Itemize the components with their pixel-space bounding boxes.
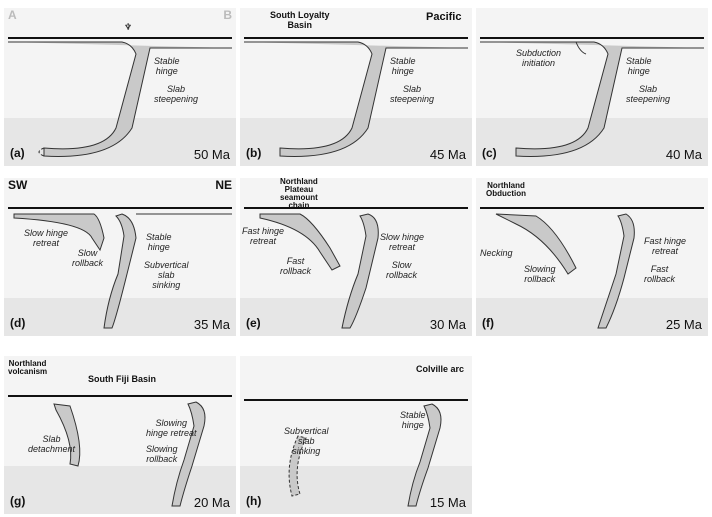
panel-b: South Loyalty Basin Pacific Stable hinge…: [240, 8, 472, 166]
panel-g: Northland volcanism South Fiji Basin Sla…: [4, 356, 236, 514]
fast-hinge-retreat-label: Fast hinge retreat: [242, 226, 284, 246]
panel-age: 50 Ma: [194, 147, 230, 162]
panel-age: 30 Ma: [430, 317, 466, 332]
slab-steepening-label: Slab steepening: [390, 84, 434, 104]
stable-hinge-label: Stable hinge: [626, 56, 652, 76]
panel-e: Northland Plateau seamount chain Fast hi…: [240, 178, 472, 336]
slow-hinge-retreat-label: Slow hinge retreat: [24, 228, 68, 248]
fast-rollback-label: Fast rollback: [280, 256, 311, 276]
corner-label-b: B: [223, 8, 232, 22]
fast-rollback-label: Fast rollback: [644, 264, 675, 284]
panel-d: SW NE Slow hinge retreat Slow rollback S…: [4, 178, 236, 336]
panel-age: 20 Ma: [194, 495, 230, 510]
subvertical-slab-sinking-label: Subvertical slab sinking: [284, 426, 329, 456]
subvertical-slab-sinking-label: Subvertical slab sinking: [144, 260, 189, 290]
panel-a-diagram: ♆: [4, 8, 236, 166]
slowing-rollback-label: Slowing rollback: [524, 264, 556, 284]
stable-hinge-label: Stable hinge: [154, 56, 180, 76]
panel-id: (h): [246, 494, 261, 508]
slow-rollback-label: Slow rollback: [72, 248, 103, 268]
panel-age: 40 Ma: [666, 147, 702, 162]
slab-detachment-label: Slab detachment: [28, 434, 75, 454]
subduction-initiation-label: Subduction initiation: [516, 48, 561, 68]
panel-h: Colville arc Subvertical slab sinking St…: [240, 356, 472, 514]
northland-volcanism-label: Northland volcanism: [8, 360, 47, 376]
panel-id: (f): [482, 316, 494, 330]
panel-b-diagram: [240, 8, 472, 166]
sw-label: SW: [8, 178, 27, 192]
panel-id: (d): [10, 316, 25, 330]
stable-hinge-label: Stable hinge: [400, 410, 426, 430]
slab-steepening-label: Slab steepening: [626, 84, 670, 104]
panel-age: 35 Ma: [194, 317, 230, 332]
panel-a: ♆ A B Stable hinge Slab steepening (a) 5…: [4, 8, 236, 166]
corner-label-a: A: [8, 8, 17, 22]
northland-obduction-label: Northland Obduction: [486, 182, 526, 198]
fast-hinge-retreat-label: Fast hinge retreat: [644, 236, 686, 256]
panel-age: 25 Ma: [666, 317, 702, 332]
panel-age: 45 Ma: [430, 147, 466, 162]
slowing-hinge-retreat-label: Slowing hinge retreat: [146, 418, 197, 438]
panel-c-diagram: [476, 8, 708, 166]
panel-age: 15 Ma: [430, 495, 466, 510]
necking-label: Necking: [480, 248, 513, 258]
stable-hinge-label: Stable hinge: [390, 56, 416, 76]
south-loyalty-basin-label: South Loyalty Basin: [270, 10, 330, 30]
panel-id: (e): [246, 316, 261, 330]
panel-d-diagram: [4, 178, 236, 336]
panel-e-diagram: [240, 178, 472, 336]
colville-arc-label: Colville arc: [416, 364, 464, 374]
south-fiji-basin-label: South Fiji Basin: [88, 374, 156, 384]
panel-h-diagram: [240, 356, 472, 514]
panel-id: (g): [10, 494, 25, 508]
northland-plateau-label: Northland Plateau seamount chain: [280, 178, 318, 210]
slowing-rollback-label: Slowing rollback: [146, 444, 178, 464]
slab-steepening-label: Slab steepening: [154, 84, 198, 104]
panel-c: Subduction initiation Stable hinge Slab …: [476, 8, 708, 166]
panel-id: (c): [482, 146, 497, 160]
panel-id: (b): [246, 146, 261, 160]
slow-hinge-retreat-label: Slow hinge retreat: [380, 232, 424, 252]
panel-id: (a): [10, 146, 25, 160]
pacific-label: Pacific: [426, 12, 461, 22]
stable-hinge-label: Stable hinge: [146, 232, 172, 252]
panel-f: Northland Obduction Necking Slowing roll…: [476, 178, 708, 336]
slow-rollback-label: Slow rollback: [386, 260, 417, 280]
svg-text:♆: ♆: [124, 23, 132, 33]
ne-label: NE: [215, 178, 232, 192]
